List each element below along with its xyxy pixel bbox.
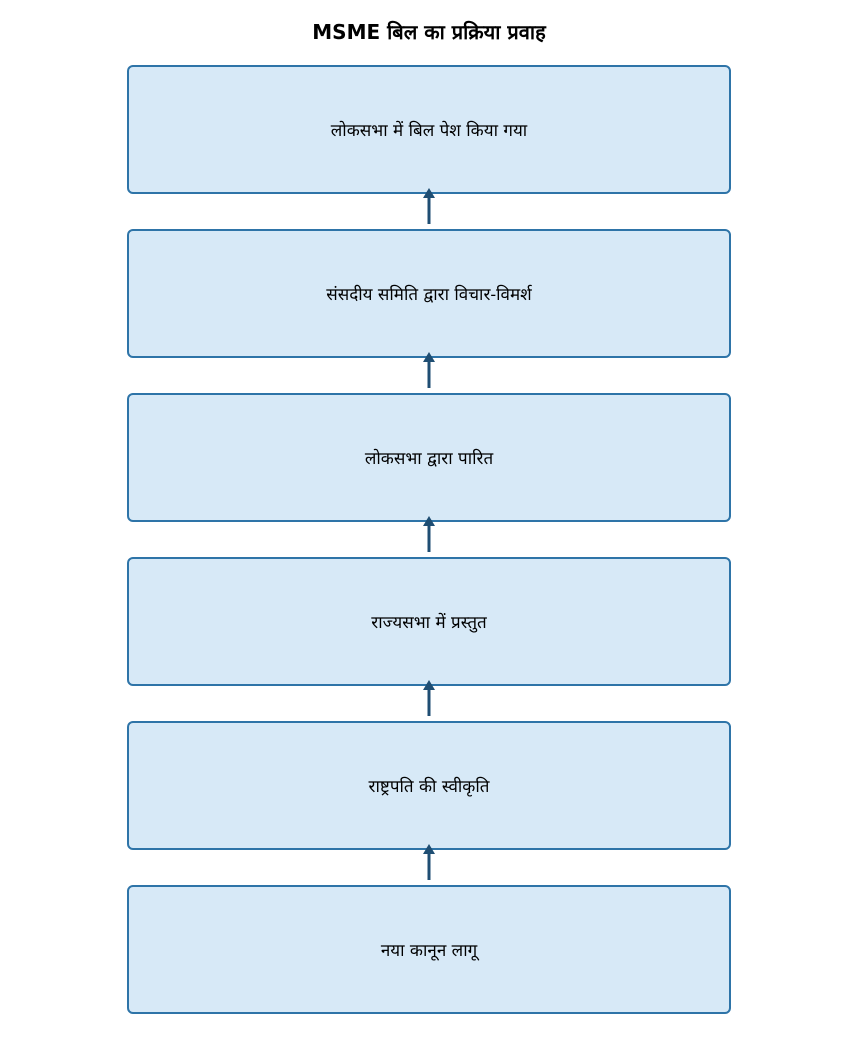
flow-step-label: लोकसभा में बिल पेश किया गया bbox=[330, 121, 528, 141]
process-flow: लोकसभा में बिल पेश किया गया संसदीय समिति… bbox=[127, 65, 731, 1014]
flow-step-1: लोकसभा में बिल पेश किया गया bbox=[127, 65, 731, 194]
diagram-title: MSME बिल का प्रक्रिया प्रवाह bbox=[312, 20, 546, 44]
flow-step-6: नया कानून लागू bbox=[127, 885, 731, 1014]
flow-connector bbox=[127, 352, 731, 393]
flow-connector bbox=[127, 188, 731, 229]
arrow-up-icon bbox=[423, 516, 435, 552]
arrow-up-icon bbox=[423, 352, 435, 388]
flow-step-4: राज्यसभा में प्रस्तुत bbox=[127, 557, 731, 686]
flow-step-2: संसदीय समिति द्वारा विचार-विमर्श bbox=[127, 229, 731, 358]
arrow-up-icon bbox=[423, 680, 435, 716]
flow-connector bbox=[127, 844, 731, 885]
flow-step-label: लोकसभा द्वारा पारित bbox=[364, 449, 494, 469]
arrow-up-icon bbox=[423, 188, 435, 224]
flow-step-label: राष्ट्रपति की स्वीकृति bbox=[368, 777, 490, 797]
flow-step-label: राज्यसभा में प्रस्तुत bbox=[371, 613, 487, 633]
flow-connector bbox=[127, 516, 731, 557]
arrow-up-icon bbox=[423, 844, 435, 880]
flow-step-5: राष्ट्रपति की स्वीकृति bbox=[127, 721, 731, 850]
flow-connector bbox=[127, 680, 731, 721]
flow-step-3: लोकसभा द्वारा पारित bbox=[127, 393, 731, 522]
flow-step-label: संसदीय समिति द्वारा विचार-विमर्श bbox=[326, 285, 532, 305]
flow-step-label: नया कानून लागू bbox=[380, 941, 478, 961]
